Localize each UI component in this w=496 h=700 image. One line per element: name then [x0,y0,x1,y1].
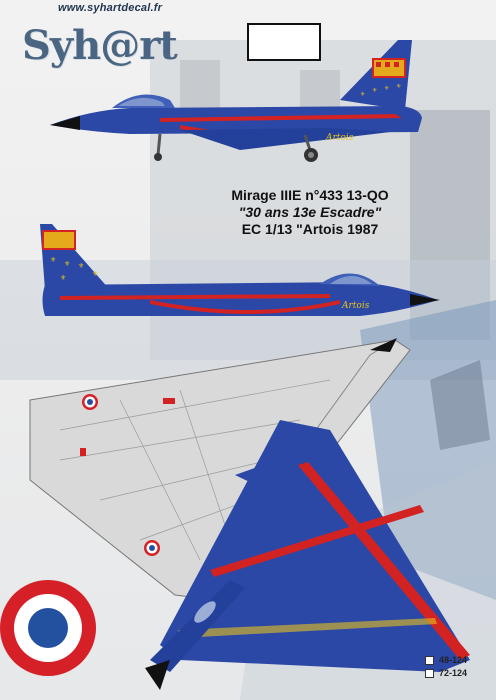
underside-view [29,338,411,601]
scale-option-72[interactable]: 72-124 [425,668,467,678]
svg-text:⚜: ⚜ [372,87,377,94]
svg-text:⚜: ⚜ [396,83,401,90]
sheet-title: Mirage IIIE n°433 13-QO "30 ans 13e Esca… [190,187,430,238]
large-roundel [0,580,96,676]
svg-text:⚜: ⚜ [60,274,66,282]
blank-decal-box [247,23,321,61]
fuselage-script-top: Artois [325,133,354,143]
svg-text:⚜: ⚜ [50,256,56,264]
svg-text:⚜: ⚜ [384,85,389,92]
profile-left-side: ⚜ ⚜ ⚜ ⚜ Artois [50,40,422,162]
underside-roundel-2 [144,540,160,556]
website-url[interactable]: www.syhartdecal.fr [58,2,163,14]
underside-roundel-1 [82,394,98,410]
scale-options: 48-124 72-124 [425,655,467,681]
fuselage-script-side: Artois [341,301,370,311]
scale-checkbox-72[interactable] [425,668,434,678]
syhart-logo: Syh@rt [18,14,178,78]
title-line-1: Mirage IIIE n°433 13-QO [231,187,389,203]
title-line-3: EC 1/13 "Artois 1987 [241,221,379,237]
logo-text: Syh@rt [22,22,178,69]
scale-checkbox-48[interactable] [425,655,434,665]
title-line-2: "30 ans 13e Escadre" [238,204,382,220]
profile-right-side: ⚜ ⚜ ⚜ ⚜ ⚜ Artois [40,224,440,316]
svg-text:⚜: ⚜ [92,270,98,278]
scale-label-48: 48-124 [439,655,468,665]
scale-label-72: 72-124 [439,668,468,678]
svg-text:⚜: ⚜ [78,262,84,270]
svg-text:⚜: ⚜ [64,260,70,268]
svg-text:⚜: ⚜ [360,91,365,98]
top-view [145,420,470,690]
scale-option-48[interactable]: 48-124 [425,655,467,665]
